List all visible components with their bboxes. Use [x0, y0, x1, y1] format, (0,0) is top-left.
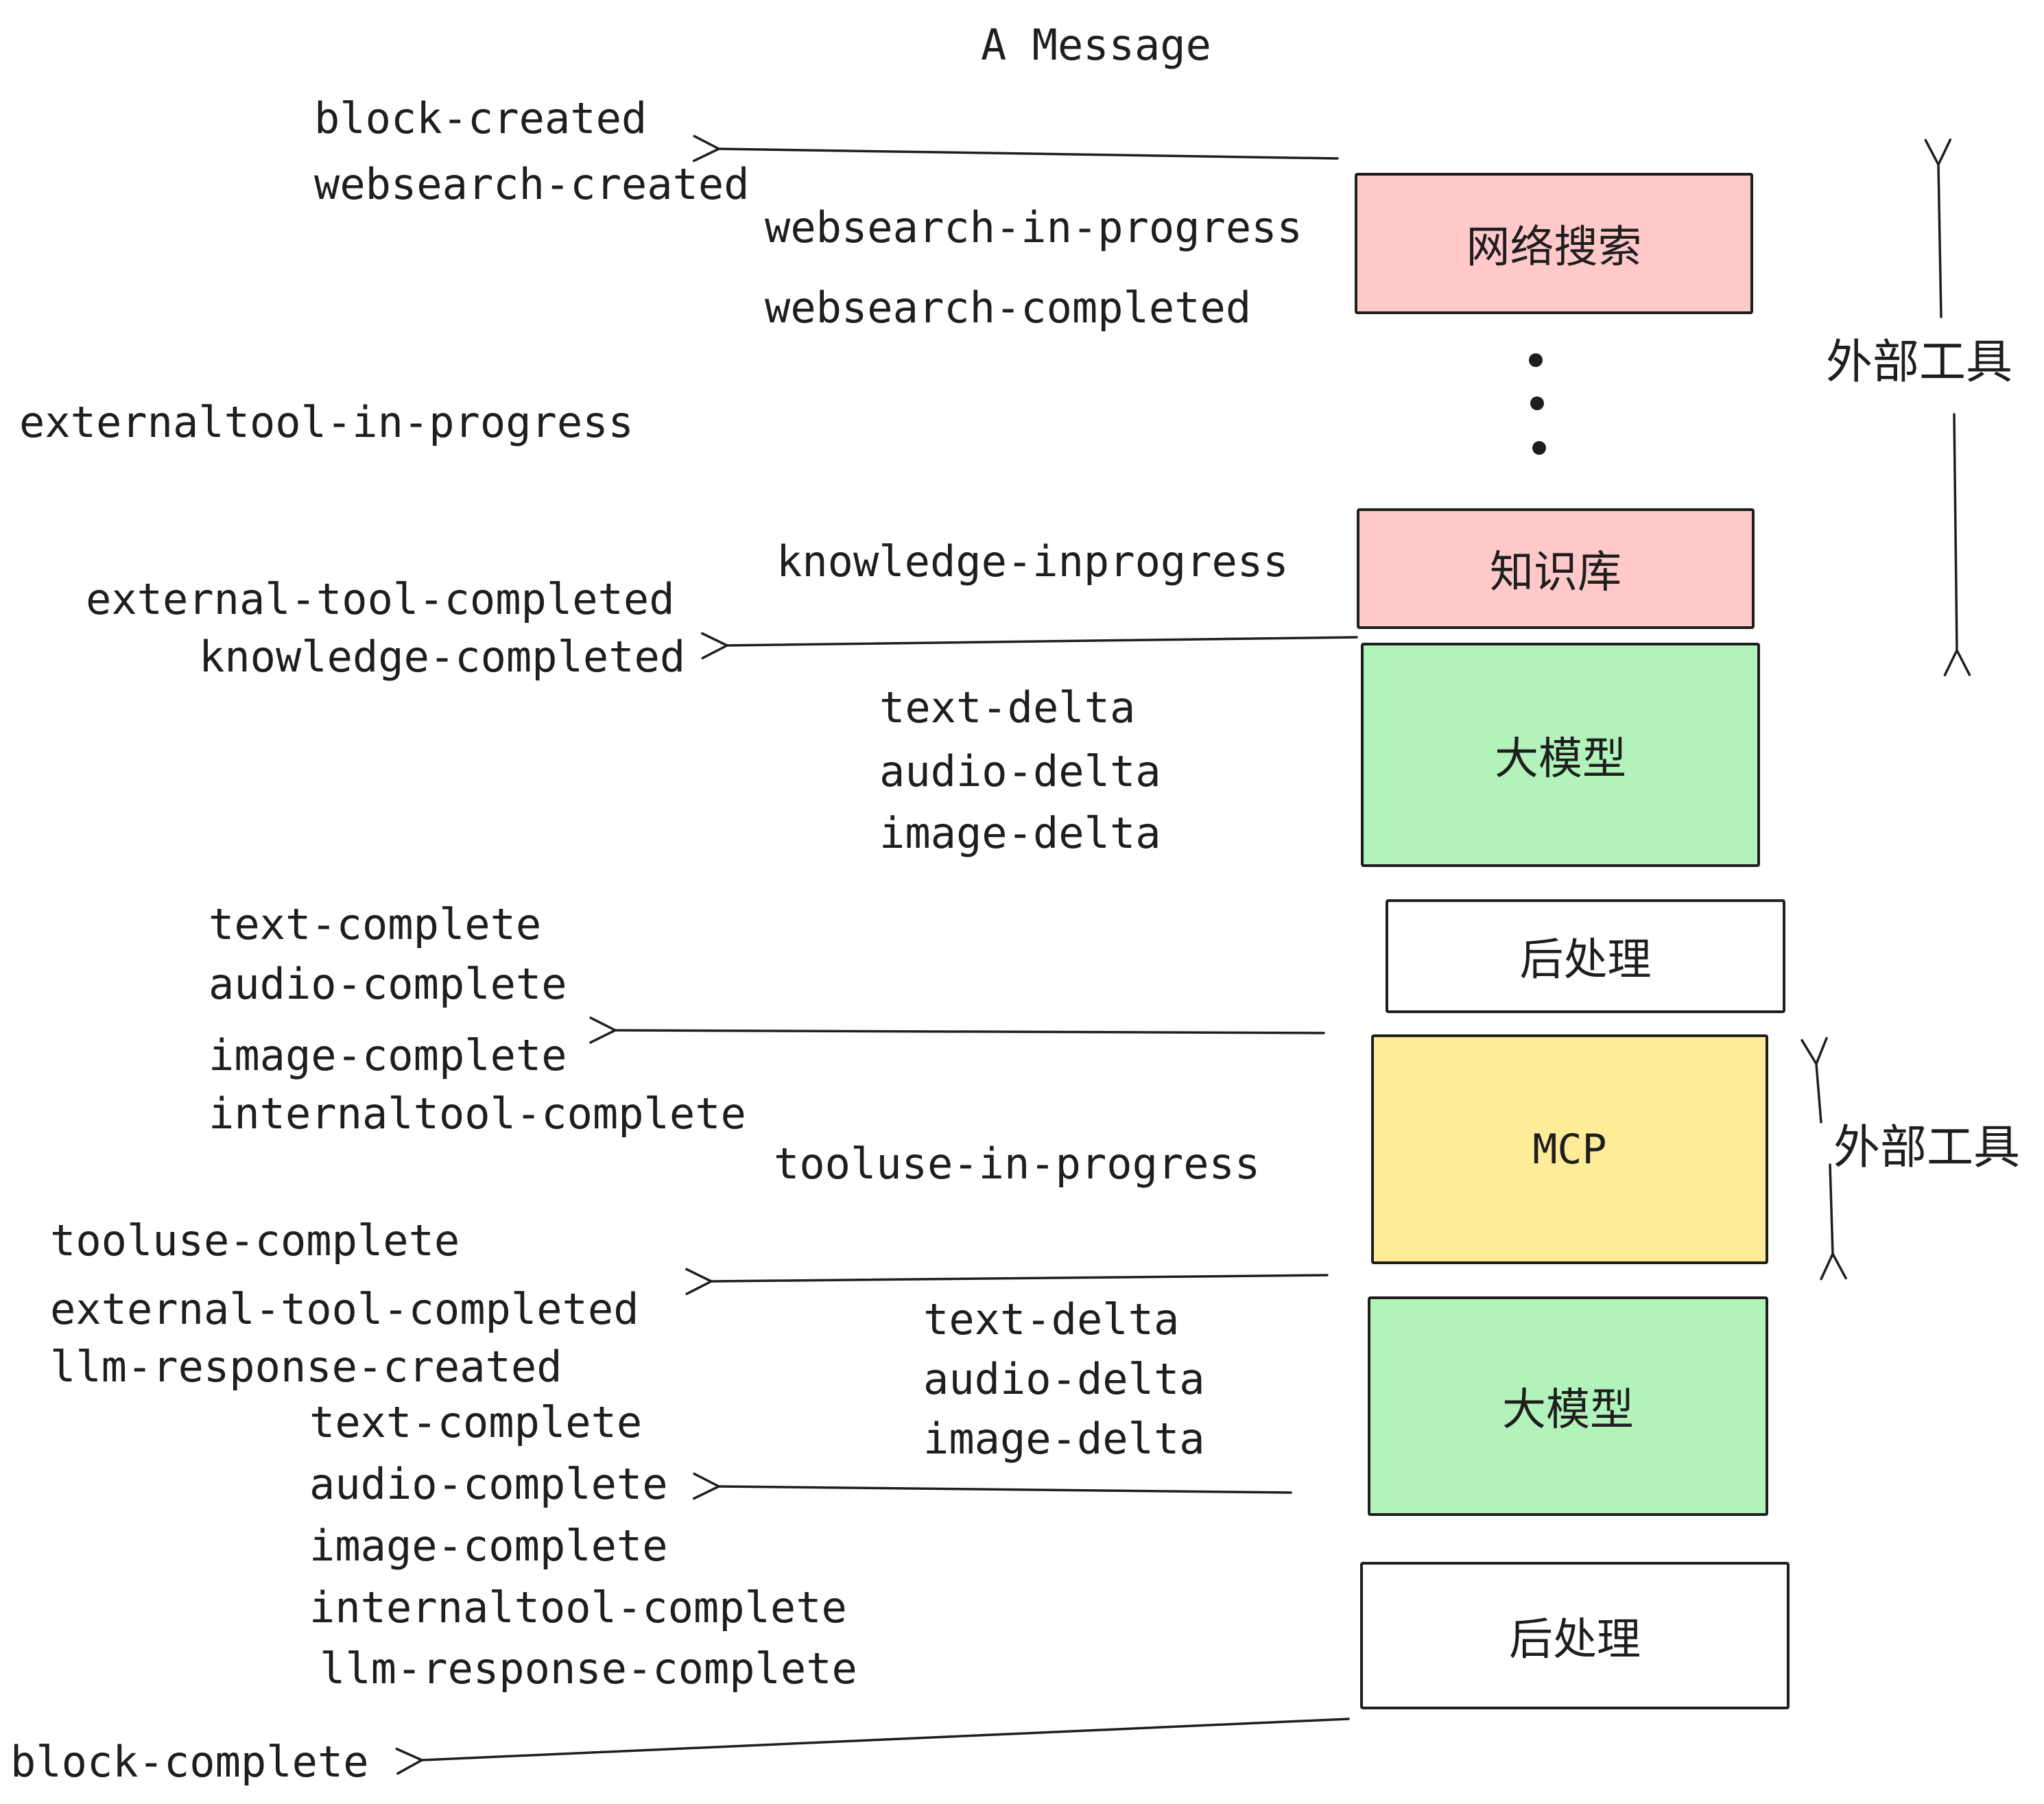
event-text-delta: text-delta	[879, 683, 1136, 733]
external-tools-down-arrow-1	[1943, 413, 1971, 676]
event-llm-response-complete: llm-response-complete	[320, 1643, 857, 1694]
box-postprocess-1-label: 后处理	[1519, 935, 1652, 984]
event-image-complete-2: image-complete	[309, 1521, 668, 1571]
external-tools-up-arrow-1	[1924, 138, 1952, 318]
arrow-block-complete	[395, 1718, 1350, 1775]
ellipsis-dot	[1530, 396, 1544, 410]
box-postprocess-1: 后处理	[1386, 899, 1785, 1013]
event-audio-delta: audio-delta	[879, 746, 1161, 796]
event-audio-complete-2: audio-complete	[309, 1459, 668, 1509]
event-block-complete: block-complete	[10, 1737, 369, 1787]
event-websearch-in-progress: websearch-in-progress	[765, 202, 1303, 252]
box-websearch-label: 网络搜索	[1466, 222, 1642, 272]
box-llm-1: 大模型	[1361, 643, 1760, 867]
event-text-complete: text-complete	[209, 899, 542, 949]
box-knowledge: 知识库	[1357, 508, 1755, 629]
event-image-delta: image-delta	[879, 808, 1161, 858]
event-llm-response-created: llm-response-created	[50, 1342, 562, 1392]
arrow-block-created	[692, 134, 1339, 163]
event-external-tool-completed-2: external-tool-completed	[50, 1284, 639, 1334]
event-tooluse-complete: tooluse-complete	[50, 1215, 460, 1266]
event-text-complete-2: text-complete	[309, 1397, 643, 1447]
ellipsis-dot	[1529, 353, 1543, 367]
box-websearch: 网络搜索	[1355, 173, 1753, 314]
arrow-tooluse-complete	[685, 1268, 1329, 1296]
box-llm-2: 大模型	[1368, 1296, 1768, 1516]
box-mcp: MCP	[1371, 1034, 1768, 1264]
box-knowledge-label: 知识库	[1490, 547, 1621, 597]
event-audio-delta-2: audio-delta	[923, 1354, 1205, 1404]
box-postprocess-2: 后处理	[1360, 1562, 1790, 1709]
event-knowledge-inprogress: knowledge-inprogress	[776, 536, 1289, 586]
box-llm-2-label: 大模型	[1502, 1385, 1634, 1434]
event-internaltool-complete: internaltool-complete	[209, 1089, 746, 1139]
diagram-title: A Message	[981, 20, 1211, 70]
arrow-audio-complete	[693, 1472, 1292, 1500]
ellipsis-dots	[1529, 353, 1546, 455]
event-websearch-created: websearch-created	[314, 159, 750, 209]
box-postprocess-2-label: 后处理	[1509, 1614, 1641, 1664]
event-audio-complete: audio-complete	[209, 959, 567, 1009]
event-knowledge-completed: knowledge-completed	[199, 632, 686, 682]
box-llm-1-label: 大模型	[1495, 733, 1626, 783]
arrow-image-complete	[589, 1017, 1325, 1044]
external-tools-up-arrow-2	[1801, 1036, 1828, 1124]
ellipsis-dot	[1532, 441, 1546, 455]
event-internaltool-complete-2: internaltool-complete	[309, 1582, 847, 1633]
event-external-tool-completed: external-tool-completed	[86, 574, 675, 624]
zone-external-tools-2: 外部工具	[1833, 1121, 2021, 1174]
event-websearch-completed: websearch-completed	[765, 283, 1252, 333]
event-tooluse-in-progress: tooluse-in-progress	[774, 1139, 1261, 1189]
event-text-delta-2: text-delta	[923, 1294, 1180, 1344]
zone-external-tools-1: 外部工具	[1826, 336, 2013, 388]
event-image-delta-2: image-delta	[923, 1414, 1205, 1464]
arrow-knowledge-completed	[701, 632, 1358, 660]
event-block-created: block-created	[314, 93, 647, 143]
event-externaltool-in-progress: externaltool-in-progress	[19, 397, 634, 447]
event-image-complete: image-complete	[209, 1030, 567, 1080]
external-tools-down-arrow-2	[1820, 1163, 1847, 1281]
box-mcp-label: MCP	[1532, 1125, 1607, 1174]
